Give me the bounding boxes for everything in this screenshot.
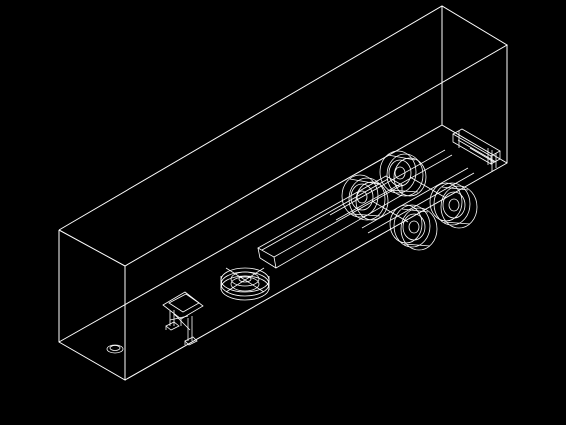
wheel-rear-left — [379, 150, 427, 197]
wheel-rear-right — [429, 182, 478, 229]
landing-gear — [162, 291, 204, 346]
wheel-front-left — [341, 174, 389, 221]
rear-bumper — [452, 128, 501, 172]
wheel-front-right — [389, 204, 438, 251]
spare-tire — [220, 267, 270, 301]
trailer-box-body — [58, 5, 508, 381]
tandem-axle-wheels — [341, 150, 478, 251]
side-step-rail — [257, 175, 403, 269]
kingpin-plate — [106, 344, 124, 354]
